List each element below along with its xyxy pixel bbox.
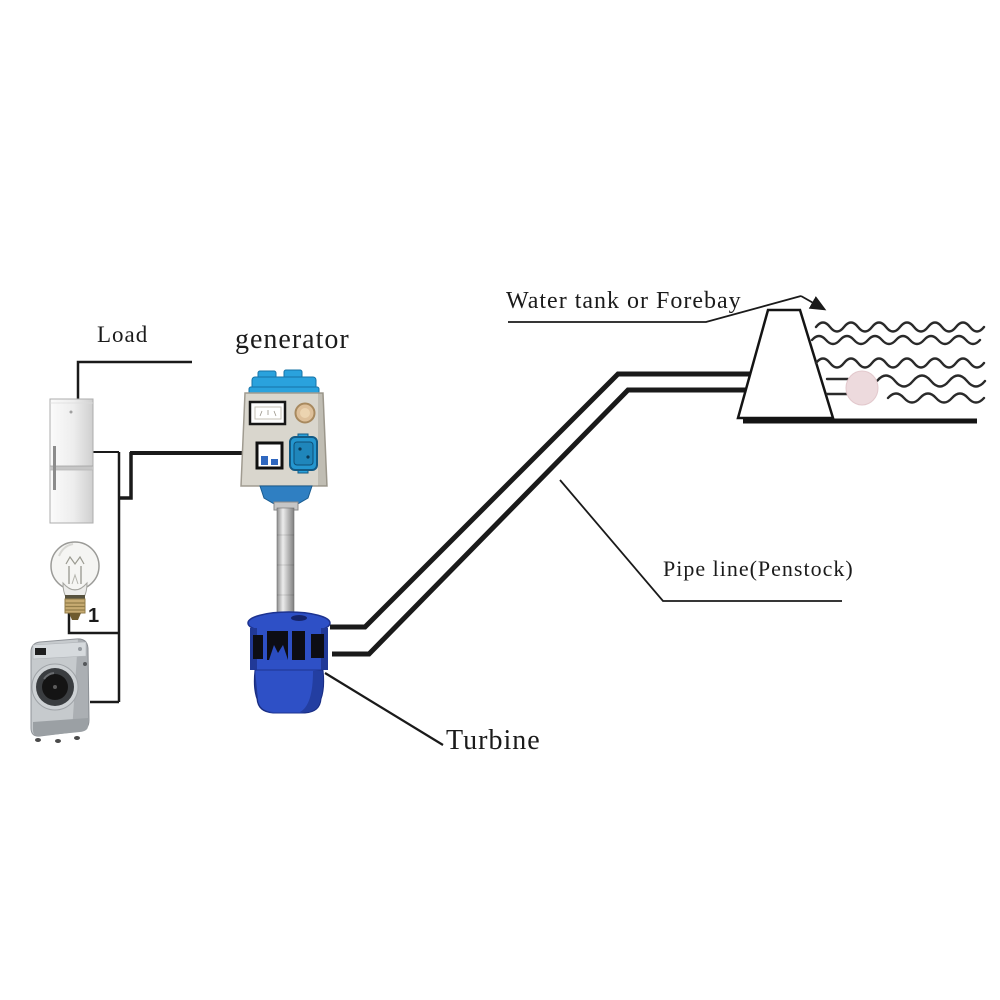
water-tank-label: Water tank or Forebay [506, 288, 742, 314]
generator-head [248, 369, 320, 395]
penstock-label-leader [559, 479, 842, 602]
float-ball-icon [845, 370, 879, 406]
washing-machine-icon [30, 638, 90, 743]
pipeline-label: Pipe line(Penstock) [663, 556, 854, 581]
wave-line [814, 321, 986, 333]
tank-arrow [800, 295, 827, 311]
turbine-label-leader [324, 672, 444, 746]
load-label: Load [97, 322, 149, 347]
generator-icon [240, 369, 328, 511]
tank-label-leader [508, 295, 802, 323]
wave-line [810, 334, 982, 346]
wire-marker-1: 1 [88, 605, 100, 627]
penstock-pipe-lower [332, 387, 763, 657]
water-tank-icon [736, 308, 835, 420]
turbine-icon [247, 611, 331, 714]
wave-line [875, 374, 987, 388]
power-socket-icon [289, 433, 318, 474]
breaker-switch-icon [255, 441, 284, 470]
wave-line [886, 392, 986, 404]
light-bulb-icon [50, 541, 100, 620]
refrigerator-icon [49, 398, 94, 524]
penstock-pipe-upper [330, 371, 766, 630]
circuit-wires [67, 360, 259, 704]
turbine-label: Turbine [446, 725, 541, 756]
pole-icon [276, 507, 295, 623]
water-waves-icon [810, 321, 987, 404]
load-bracket-line [76, 360, 192, 399]
generator-label: generator [235, 324, 350, 355]
wave-line [814, 357, 986, 369]
bulb-wire [67, 612, 119, 635]
penstock-pipes [330, 371, 766, 657]
wire-jog [119, 452, 133, 500]
turbine-lower-body [253, 669, 325, 714]
leader-lines [324, 295, 842, 746]
